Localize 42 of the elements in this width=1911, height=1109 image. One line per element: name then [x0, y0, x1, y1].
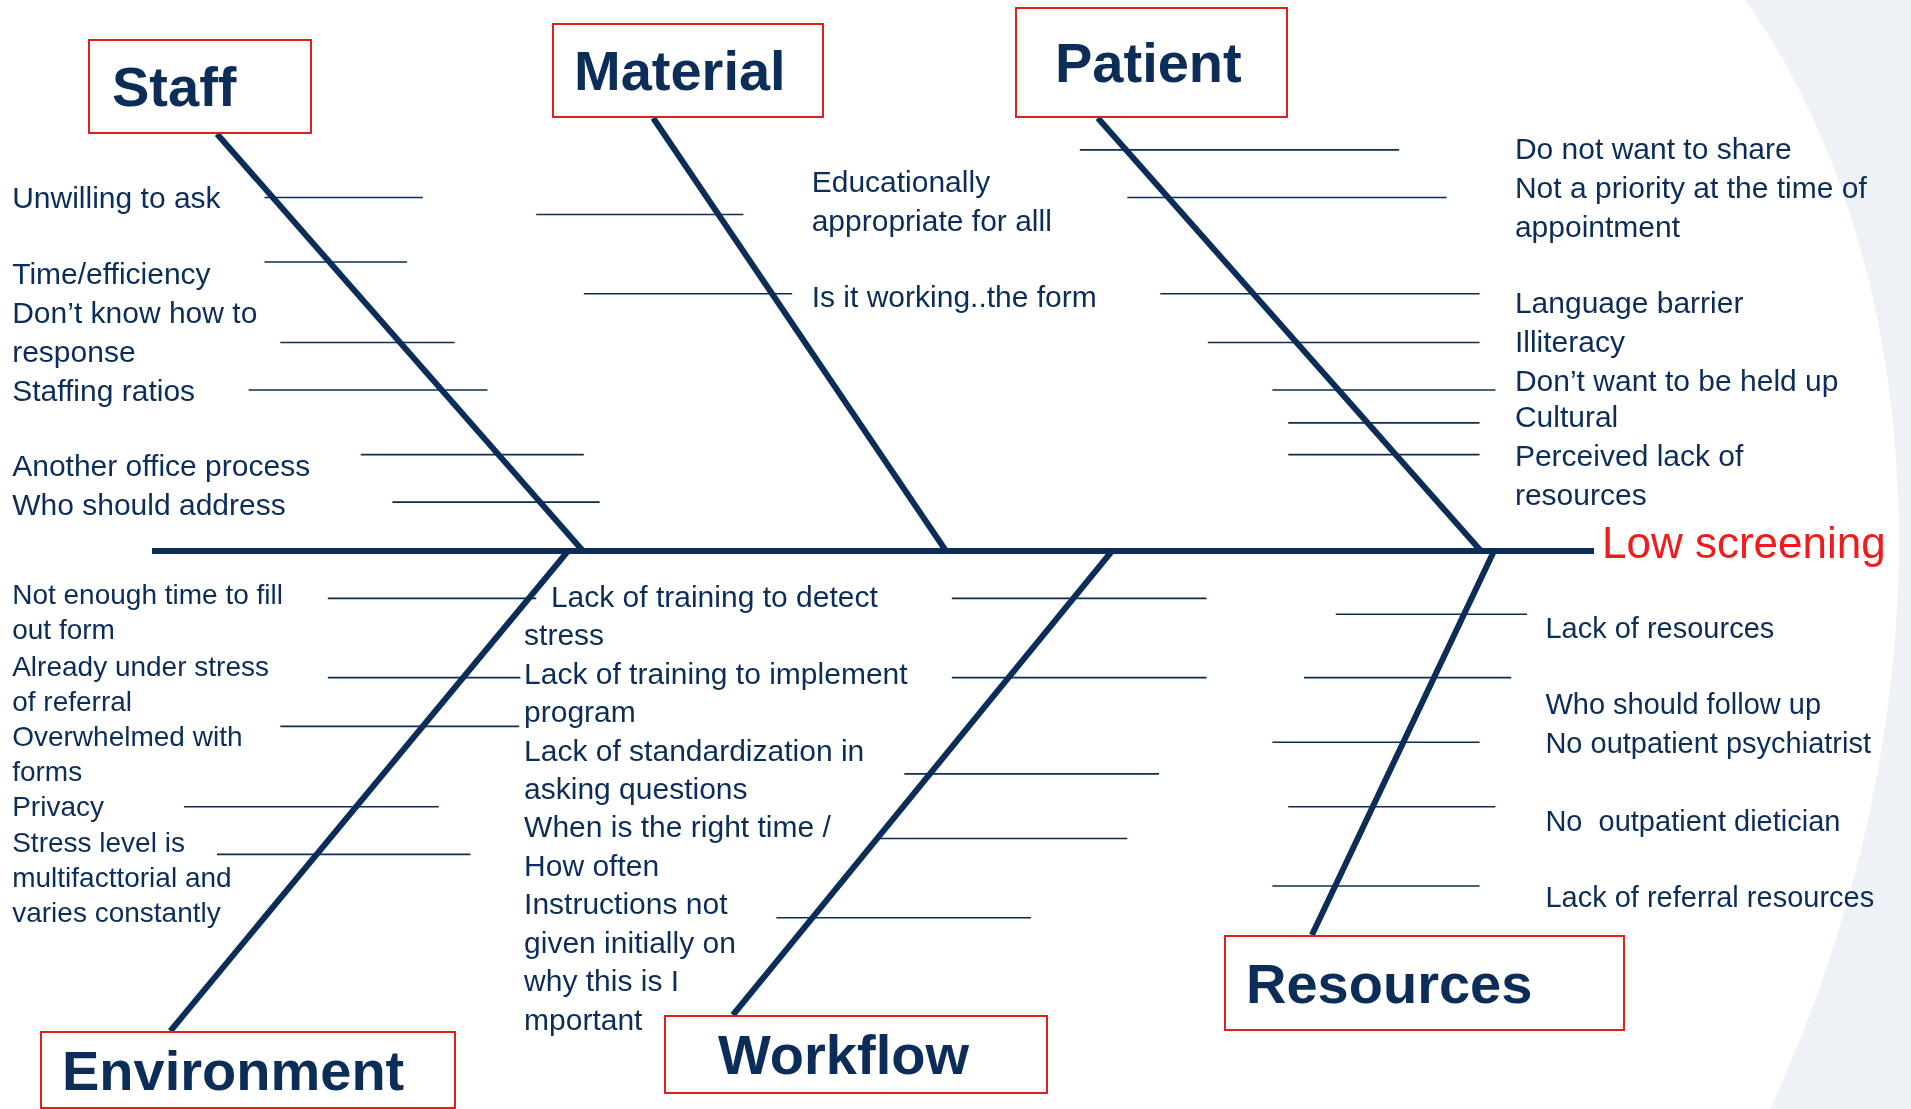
- cause-text: Lack of training to detect stress: [524, 578, 879, 654]
- category-box: [40, 1031, 456, 1109]
- cause-text: Not enough time to fill out form: [12, 578, 284, 648]
- cause-text: Already under stress of referral: [12, 650, 270, 720]
- cause-text: Perceived lack of resources: [1514, 438, 1745, 514]
- cause-text: When is the right time / How often: [524, 809, 832, 884]
- category-label: Resources: [1246, 950, 1533, 1016]
- cause-text: Not a priority at the time of appointment: [1514, 170, 1868, 246]
- cause-text: Stress level is multifacttorial and varies constantly: [12, 825, 233, 930]
- category-box: [88, 39, 312, 134]
- cause-text: Lack of training to implement program: [524, 655, 909, 731]
- category-label: Staff: [112, 54, 237, 119]
- cause-text: Do not want to share: [1514, 131, 1792, 168]
- cause-text: Is it working..the form: [811, 278, 1097, 315]
- cause-text: Don’t know how to response: [12, 294, 259, 370]
- cause-text: Staffing ratios: [12, 372, 196, 409]
- cause-text: Time/efficiency: [12, 255, 211, 292]
- cause-text: No outpatient dietician: [1545, 803, 1841, 839]
- cause-text: No outpatient psychiatrist: [1545, 725, 1871, 761]
- cause-text: Unwilling to ask: [12, 179, 221, 216]
- cause-text: Language barrier: [1514, 284, 1744, 321]
- category-label: Patient: [1055, 30, 1242, 95]
- cause-text: Lack of resources: [1545, 611, 1775, 647]
- effect-label: Low screening: [1602, 518, 1886, 568]
- category-box: [1224, 935, 1625, 1031]
- cause-text: Don’t want to be held up: [1514, 362, 1839, 399]
- cause-text: Overwhelmed with forms: [12, 719, 244, 789]
- cause-text: Lack of standardization in asking questions: [524, 732, 866, 807]
- category-box: [1015, 7, 1288, 118]
- bone-line: [1309, 548, 1594, 937]
- cause-text: Educationally appropriate for alll: [811, 164, 1053, 240]
- cause-text: Illiteracy: [1514, 323, 1625, 360]
- cause-text: Who should address: [12, 487, 286, 524]
- category-label: Material: [574, 38, 786, 103]
- category-box: [664, 1015, 1048, 1094]
- category-label: Environment: [62, 1037, 405, 1103]
- cause-text: Cultural: [1514, 399, 1619, 436]
- cause-text: Privacy: [12, 790, 104, 825]
- cause-text: Who should follow up: [1545, 686, 1822, 722]
- cause-text: Lack of referral resources: [1545, 879, 1875, 915]
- cause-text: Another office process: [12, 448, 311, 485]
- category-box: [552, 23, 824, 118]
